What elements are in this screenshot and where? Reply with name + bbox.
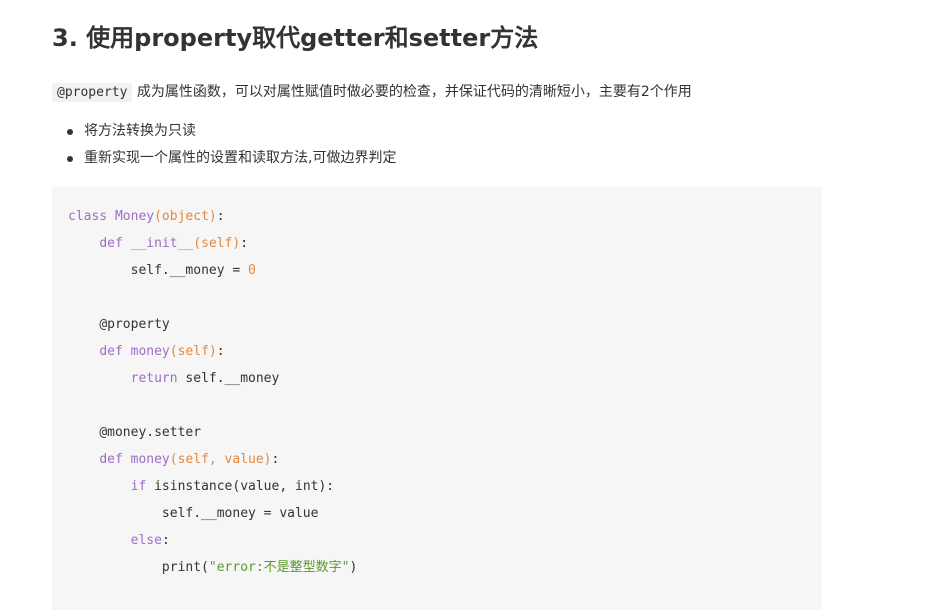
- code-line: def money(self):: [68, 338, 806, 365]
- code-decorator: @property: [99, 317, 170, 332]
- code-indent: [68, 533, 131, 548]
- section-heading: 3. 使用property取代getter和setter方法: [52, 24, 539, 52]
- code-indent: [68, 371, 131, 386]
- code-keyword: else: [130, 533, 162, 548]
- code-line: [68, 392, 806, 419]
- intro-text: 成为属性函数，可以对属性赋值时做必要的检查，并保证代码的清晰短小，主要有2个作用: [132, 84, 692, 100]
- code-params: (self): [169, 344, 217, 359]
- code-class-name: Money: [107, 209, 155, 224]
- code-text: self.__money: [177, 371, 280, 386]
- purpose-list: 将方法转换为只读 重新实现一个属性的设置和读取方法,可做边界判定: [52, 118, 396, 172]
- code-text: self.__money =: [130, 263, 249, 278]
- code-indent: [68, 236, 99, 251]
- code-keyword: def: [99, 452, 123, 467]
- intro-paragraph: @property 成为属性函数，可以对属性赋值时做必要的检查，并保证代码的清晰…: [52, 80, 692, 105]
- code-line: self.__money = 0: [68, 257, 806, 284]
- code-function-name: __init__: [122, 236, 194, 251]
- inline-code-property: @property: [52, 83, 133, 102]
- code-indent: [68, 425, 99, 440]
- code-keyword: return: [130, 371, 178, 386]
- code-params: (self, value): [169, 452, 272, 467]
- code-number: 0: [248, 263, 256, 278]
- list-item: 将方法转换为只读: [66, 118, 396, 145]
- code-keyword: class: [68, 209, 108, 224]
- code-text: isinstance(value, int):: [146, 479, 335, 494]
- code-keyword: def: [99, 236, 123, 251]
- code-block: class Money(object): def __init__(self):…: [52, 187, 822, 610]
- code-colon: :: [240, 236, 249, 251]
- code-colon: :: [271, 452, 280, 467]
- code-text: print(: [161, 560, 209, 575]
- code-line: @money.setter: [68, 419, 806, 446]
- code-indent: [68, 344, 99, 359]
- code-line: return self.__money: [68, 365, 806, 392]
- code-string: "error:不是整型数字": [208, 560, 350, 575]
- code-line: else:: [68, 527, 806, 554]
- code-line: class Money(object):: [68, 203, 806, 230]
- code-line: @property: [68, 311, 806, 338]
- code-decorator: @money.setter: [99, 425, 202, 440]
- code-colon: :: [216, 209, 225, 224]
- code-params: (self): [193, 236, 241, 251]
- code-line: print("error:不是整型数字"): [68, 554, 806, 581]
- code-line: self.__money = value: [68, 500, 806, 527]
- code-text: ): [349, 560, 358, 575]
- code-function-name: money: [122, 344, 170, 359]
- code-params: (object): [154, 209, 217, 224]
- code-keyword: def: [99, 344, 123, 359]
- code-indent: [68, 263, 131, 278]
- code-indent: [68, 317, 99, 332]
- code-text: :: [161, 533, 170, 548]
- code-keyword: if: [130, 479, 147, 494]
- list-item: 重新实现一个属性的设置和读取方法,可做边界判定: [66, 145, 396, 172]
- code-line: def money(self, value):: [68, 446, 806, 473]
- code-text: self.__money = value: [161, 506, 319, 521]
- code-indent: [68, 452, 99, 467]
- code-function-name: money: [122, 452, 170, 467]
- code-line: def __init__(self):: [68, 230, 806, 257]
- code-colon: :: [216, 344, 225, 359]
- code-indent: [68, 560, 162, 575]
- code-indent: [68, 506, 162, 521]
- code-line: [68, 284, 806, 311]
- code-line: if isinstance(value, int):: [68, 473, 806, 500]
- code-indent: [68, 479, 131, 494]
